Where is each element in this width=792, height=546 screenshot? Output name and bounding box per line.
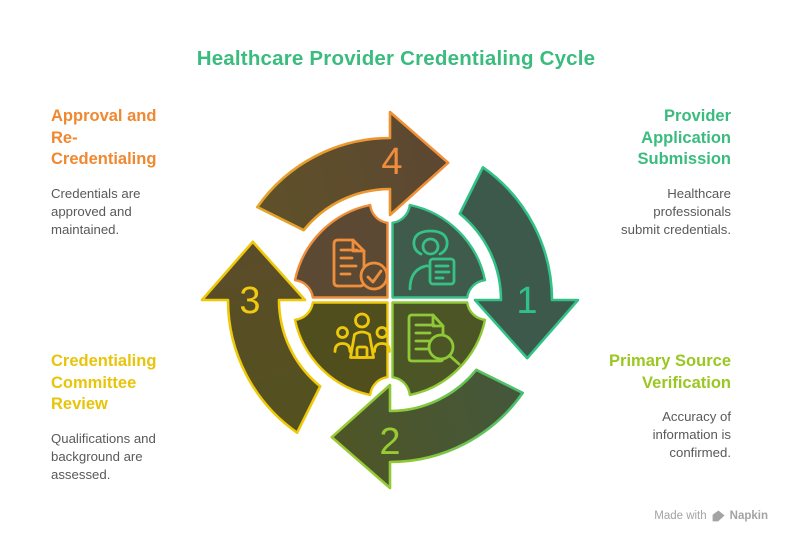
step-number-1: 1 [516,280,537,322]
body-line: Accuracy of [662,409,731,424]
body-line: assessed. [51,466,111,482]
step-label-submission: Provider Application Submission Healthca… [551,106,731,239]
heading-line: Provider [664,107,731,125]
napkin-watermark[interactable]: Made with Napkin [654,510,768,522]
step-number-4: 4 [381,141,402,183]
person-profile-icon [408,229,456,291]
document-check-icon [332,238,389,291]
body-line: maintained. [51,221,120,237]
step-description: Credentials are approved and maintained. [51,185,216,239]
step-label-verification: Primary Source Verification Accuracy of … [551,351,731,462]
body-line: Healthcare [667,185,731,201]
body-line: professionals [653,203,731,219]
cycle-arrow-1 [458,166,580,360]
napkin-pen-icon [712,510,725,522]
heading-line: Credentialing [51,150,157,168]
heading-line: Primary Source [609,352,731,370]
committee-icon [333,312,391,359]
watermark-prefix: Made with [654,510,707,522]
cycle-arrow-3 [200,240,322,434]
heading-line: Approval and [51,107,157,125]
step-description: Qualifications and background are assess… [51,430,226,484]
step-description: Healthcare professionals submit credenti… [551,185,731,239]
heading-line: Credentialing [51,352,157,370]
step-description: Accuracy of information is confirmed. [551,408,731,462]
document-search-icon [407,313,461,366]
body-line: background are [51,448,143,464]
page-title: Healthcare Provider Credentialing Cycle [196,47,596,70]
body-line: approved and [51,203,132,219]
body-line: confirmed. [669,445,731,460]
step-heading: Provider Application Submission [551,106,731,171]
body-line: submit credentials. [621,221,731,237]
step-heading: Primary Source Verification [551,351,731,394]
body-line: Qualifications and [51,430,156,446]
heading-line: Verification [642,373,731,392]
heading-line: Submission [637,150,731,168]
watermark-brand: Napkin [729,510,768,522]
step-heading: Approval and Re- Credentialing [51,106,216,171]
step-label-committee-review: Credentialing Committee Review Qualifica… [51,351,226,484]
heading-line: Application [641,128,731,147]
heading-line: Re- [51,128,78,147]
step-number-2: 2 [379,421,400,463]
step-label-approval: Approval and Re- Credentialing Credentia… [51,106,216,239]
body-line: Credentials are [51,185,141,201]
heading-line: Committee [51,373,137,392]
step-number-3: 3 [239,280,260,322]
quadrant-step1 [391,203,487,299]
heading-line: Review [51,395,108,413]
body-line: information is [652,427,731,442]
cycle-arrow-2 [330,368,524,490]
step-heading: Credentialing Committee Review [51,351,226,416]
cycle-arrow-4 [256,110,450,232]
